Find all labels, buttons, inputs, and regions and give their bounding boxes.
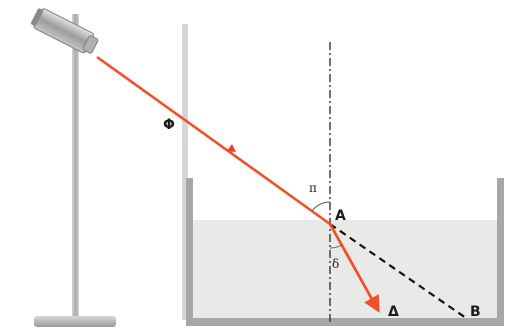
label-incidence-angle: π — [309, 181, 317, 195]
incident-ray — [96, 55, 331, 226]
laser-pointer-icon — [30, 8, 99, 54]
ray-extension — [329, 223, 467, 319]
refracted-ray — [328, 223, 380, 313]
label-point-a: A — [335, 208, 346, 224]
background-rod — [182, 24, 188, 320]
label-point-b: B — [470, 304, 481, 320]
label-incident-ray: Φ — [163, 117, 175, 133]
label-refraction-angle: δ — [332, 257, 339, 271]
incident-ray-arrow — [227, 144, 236, 152]
refraction-angle-arc — [329, 244, 343, 249]
label-refracted-ray: Δ — [388, 304, 399, 320]
stand-base — [34, 316, 116, 327]
water — [193, 220, 498, 319]
incidence-angle-arc — [311, 201, 331, 212]
stand-rod — [72, 14, 79, 320]
water-container — [186, 178, 504, 326]
